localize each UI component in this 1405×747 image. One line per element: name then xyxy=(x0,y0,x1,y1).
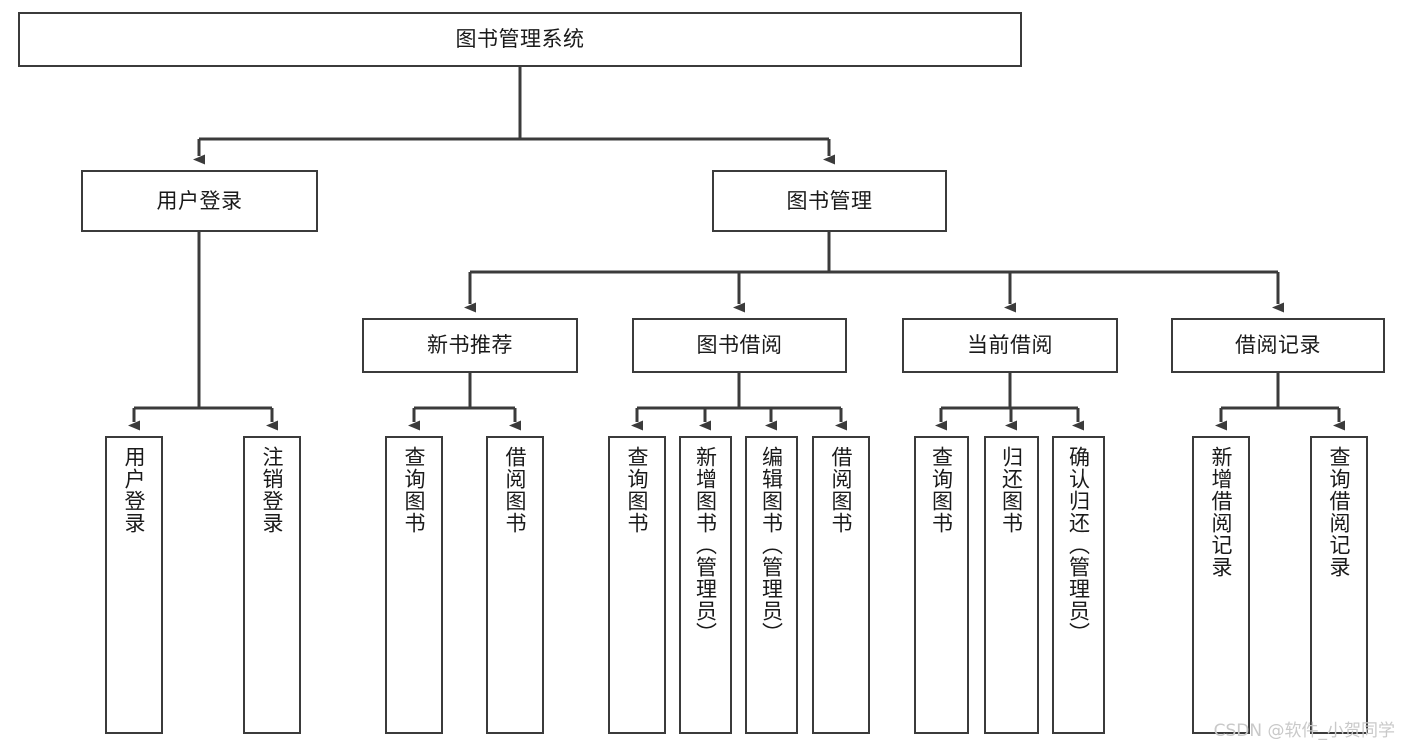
node-leaf-user-login[interactable]: 用户登录 xyxy=(105,436,163,734)
node-label: 图书借阅 xyxy=(696,333,783,358)
node-user-login[interactable]: 用户登录 xyxy=(81,170,318,232)
node-label: 查询借阅记录 xyxy=(1327,446,1352,578)
node-book-borrow[interactable]: 图书借阅 xyxy=(632,318,847,373)
node-leaf-logout[interactable]: 注销登录 xyxy=(243,436,301,734)
node-leaf-query-book-1[interactable]: 查询图书 xyxy=(385,436,443,734)
node-label: 图书管理 xyxy=(786,188,873,213)
node-leaf-query-book-2[interactable]: 查询图书 xyxy=(608,436,666,734)
node-label: 归还图书 xyxy=(999,446,1024,534)
node-label: 注销登录 xyxy=(260,446,285,534)
node-current-borrow[interactable]: 当前借阅 xyxy=(902,318,1118,373)
node-leaf-confirm-return-admin[interactable]: 确认归还（管理员） xyxy=(1052,436,1105,734)
node-label: 新增借阅记录 xyxy=(1209,446,1234,578)
csdn-watermark: CSDN @软件_小贺同学 xyxy=(1213,721,1395,741)
node-leaf-borrow-book-1[interactable]: 借阅图书 xyxy=(486,436,544,734)
node-leaf-query-borrow-record[interactable]: 查询借阅记录 xyxy=(1310,436,1368,734)
connector-group xyxy=(128,67,1345,431)
node-label: 新书推荐 xyxy=(427,333,513,358)
node-borrow-record[interactable]: 借阅记录 xyxy=(1171,318,1385,373)
node-leaf-edit-book-admin[interactable]: 编辑图书（管理员） xyxy=(745,436,798,734)
node-book-management[interactable]: 图书管理 xyxy=(712,170,947,232)
node-label: 查询图书 xyxy=(402,446,427,534)
node-label: 用户登录 xyxy=(156,188,243,213)
node-label: 查询图书 xyxy=(929,446,954,534)
node-label: 借阅图书 xyxy=(503,446,528,534)
node-root-system[interactable]: 图书管理系统 xyxy=(18,12,1022,67)
node-label: 借阅图书 xyxy=(829,446,854,534)
node-label: 确认归还（管理员） xyxy=(1066,446,1091,644)
node-leaf-query-book-3[interactable]: 查询图书 xyxy=(914,436,969,734)
node-leaf-add-borrow-record[interactable]: 新增借阅记录 xyxy=(1192,436,1250,734)
node-leaf-add-book-admin[interactable]: 新增图书（管理员） xyxy=(679,436,732,734)
node-label: 借阅记录 xyxy=(1235,333,1321,358)
node-label: 当前借阅 xyxy=(967,333,1053,358)
node-leaf-borrow-book-2[interactable]: 借阅图书 xyxy=(812,436,870,734)
node-label: 用户登录 xyxy=(122,446,147,534)
node-new-book-recommend[interactable]: 新书推荐 xyxy=(362,318,578,373)
node-label: 新增图书（管理员） xyxy=(693,446,718,644)
node-label: 图书管理系统 xyxy=(455,27,585,52)
node-label: 编辑图书（管理员） xyxy=(759,446,784,644)
node-label: 查询图书 xyxy=(625,446,650,534)
node-leaf-return-book[interactable]: 归还图书 xyxy=(984,436,1039,734)
